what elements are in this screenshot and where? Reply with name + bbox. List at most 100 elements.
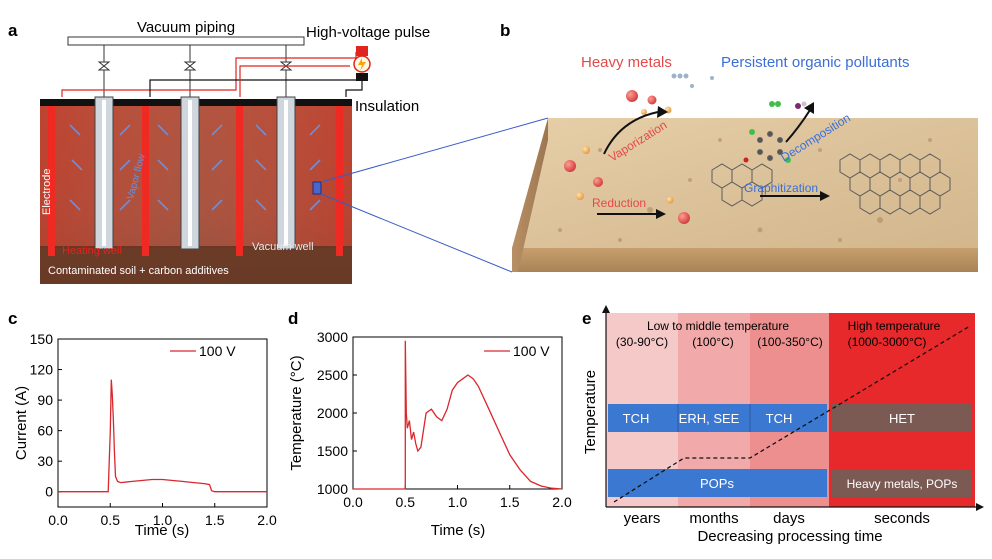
xlabel-d: Time (s) xyxy=(431,522,485,539)
xtick-label: 0.0 xyxy=(48,512,68,528)
target-heavy-metals-pops: Heavy metals, POPs xyxy=(847,477,958,491)
sand-texture xyxy=(558,138,932,242)
pulse-generator-icon xyxy=(353,46,371,81)
xlabel-c: Time (s) xyxy=(135,522,189,539)
electrodes xyxy=(48,106,343,256)
vacuum-piping-bar xyxy=(67,36,305,46)
xtick-label: 1.5 xyxy=(500,494,520,510)
ytick-label: 2500 xyxy=(317,367,348,383)
xtick-label: 0.5 xyxy=(396,494,416,510)
zoom-source-box xyxy=(312,181,322,195)
valve-icon xyxy=(97,61,111,71)
method-tch-2: TCH xyxy=(766,411,793,426)
ytick-label: 90 xyxy=(37,392,53,408)
xtick-label: 0.5 xyxy=(101,512,121,528)
method-bar-high xyxy=(832,404,972,432)
reduction-label: Reduction xyxy=(592,196,646,210)
vacuum-wells xyxy=(94,96,296,250)
ytick-label: 30 xyxy=(37,453,53,469)
e-xlabel: Decreasing processing time xyxy=(697,528,882,545)
zoom-connector-bottom xyxy=(320,193,513,273)
ytick-label: 1500 xyxy=(317,443,348,459)
method-erh-see: ERH, SEE xyxy=(679,411,740,426)
ytick-label: 150 xyxy=(30,331,54,347)
high-temp-title: High temperature xyxy=(848,319,941,333)
series-100v-current xyxy=(58,379,267,493)
panel-letter-a: a xyxy=(8,21,18,40)
target-pops: POPs xyxy=(700,476,734,491)
legend-label-d: 100 V xyxy=(513,343,550,359)
x-cat-years: years xyxy=(624,510,661,527)
graphene-lattice-large xyxy=(839,153,951,215)
x-cat-days: days xyxy=(773,510,805,527)
panel-letter-d: d xyxy=(288,309,298,328)
ytick-label: 2000 xyxy=(317,405,348,421)
x-cat-seconds: seconds xyxy=(874,510,930,527)
electrode-label: Electrode xyxy=(41,169,53,215)
ylabel-c: Current (A) xyxy=(13,386,30,460)
process-arrows xyxy=(597,109,820,215)
panel-d: d 1000 1500 2000 2500 3000 0.0 0.5 1.0 1.5 2.0 1… xyxy=(288,309,572,539)
temperature-trend-line xyxy=(613,325,971,503)
method-bar-low xyxy=(608,404,827,432)
panel-b: b xyxy=(500,21,978,272)
sand-top xyxy=(512,118,978,248)
panel-a: a Vacuum piping High-voltage pulse xyxy=(8,19,549,284)
graphene-lattice-small xyxy=(711,163,773,207)
ylabel-d: Temperature (°C) xyxy=(288,355,305,470)
hv-pulse-label: High-voltage pulse xyxy=(306,24,430,41)
temp-range-1: (30-90°C) xyxy=(616,335,668,349)
pipe-connectors xyxy=(97,45,293,97)
pop-molecules xyxy=(743,101,807,163)
panel-letter-e: e xyxy=(582,309,591,328)
xtick-label: 1.5 xyxy=(205,512,225,528)
wiring xyxy=(61,52,363,97)
xtick-label: 1.0 xyxy=(153,512,173,528)
heavy-metal-particles xyxy=(564,90,690,224)
temp-range-4: (1000-3000°C) xyxy=(848,335,927,349)
arrow-heads xyxy=(656,102,830,219)
panel-letter-c: c xyxy=(8,309,17,328)
e-ylabel: Temperature xyxy=(582,370,599,454)
temp-range-2: (100°C) xyxy=(692,335,733,349)
soil-label: Contaminated soil + carbon additives xyxy=(48,265,229,277)
heating-well-label: Heating well xyxy=(62,245,122,257)
vapor-molecules xyxy=(671,73,714,88)
graphitization-label: Graphitization xyxy=(744,181,818,195)
ytick-label: 1000 xyxy=(317,481,348,497)
panel-e: e Low to middle temperature High tempera… xyxy=(582,305,984,545)
method-het: HET xyxy=(889,411,915,426)
e-yaxis-arrow-icon xyxy=(602,305,610,313)
xtick-label: 2.0 xyxy=(552,494,572,510)
target-bar-high xyxy=(832,469,972,497)
vacuum-well-label: Vacuum well xyxy=(252,241,314,253)
xtick-label: 0.0 xyxy=(343,494,363,510)
plot-c-frame xyxy=(57,338,268,508)
xtick-label: 2.0 xyxy=(257,512,277,528)
sand-side xyxy=(512,118,548,272)
valve-icon xyxy=(183,61,197,71)
vacuum-piping-label: Vacuum piping xyxy=(137,19,235,36)
plot-c-xaxis: 0.0 0.5 1.0 1.5 2.0 xyxy=(48,503,277,528)
plot-d-xaxis: 0.0 0.5 1.0 1.5 2.0 xyxy=(343,485,572,510)
insulation-label: Insulation xyxy=(355,98,419,115)
series-100v-temperature xyxy=(353,340,563,490)
plot-d-frame xyxy=(352,336,563,490)
low-temp-title: Low to middle temperature xyxy=(647,319,789,333)
method-tch-1: TCH xyxy=(623,411,650,426)
temp-range-3: (100-350°C) xyxy=(757,335,823,349)
soil-bottom xyxy=(40,248,352,284)
sand-front xyxy=(512,248,978,272)
xtick-label: 1.0 xyxy=(448,494,468,510)
x-cat-months: months xyxy=(689,510,738,527)
ytick-label: 3000 xyxy=(317,329,348,345)
e-xaxis-arrow-icon xyxy=(976,503,984,511)
pops-label: Persistent organic pollutants xyxy=(721,54,909,71)
vapor-flow-arrows xyxy=(69,124,321,211)
plot-d-yaxis: 1000 1500 2000 2500 3000 xyxy=(317,329,357,497)
zoom-connector-top xyxy=(320,117,549,183)
panel-letter-b: b xyxy=(500,21,510,40)
